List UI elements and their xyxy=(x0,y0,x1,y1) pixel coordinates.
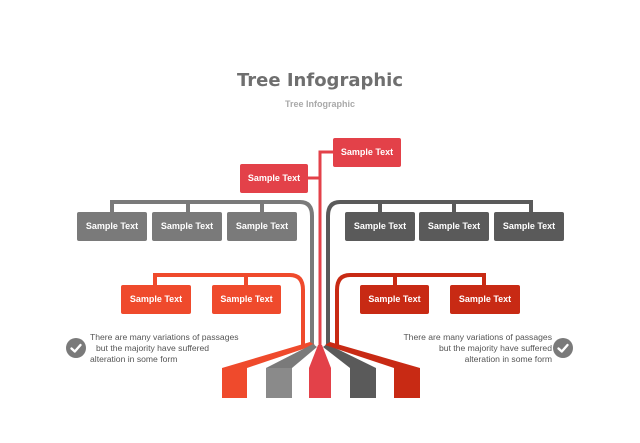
page-subtitle: Tree Infographic xyxy=(284,99,355,109)
ribbon-gray xyxy=(266,344,317,398)
top-box-left[interactable]: Sample Text xyxy=(240,164,308,193)
ribbon-orange xyxy=(222,342,315,398)
note-left-line: alteration in some form xyxy=(90,354,178,364)
page-title: Tree Infographic xyxy=(236,70,404,91)
note-right: There are many variations of passages bu… xyxy=(392,332,552,365)
note-left: There are many variations of passages bu… xyxy=(90,332,250,365)
ribbon-red xyxy=(309,345,331,398)
red-box-right-1[interactable]: Sample Text xyxy=(360,285,429,314)
note-right-line: alteration in some form xyxy=(464,354,552,364)
top-box-right[interactable]: Sample Text xyxy=(333,138,401,167)
gray-box-left-1[interactable]: Sample Text xyxy=(77,212,147,241)
check-circle-icon xyxy=(66,338,86,358)
gray-box-right-2[interactable]: Sample Text xyxy=(419,212,489,241)
note-left-line: but the majority have suffered xyxy=(96,343,210,353)
gray-box-right-1[interactable]: Sample Text xyxy=(345,212,415,241)
note-left-line: There are many variations of passages xyxy=(90,332,239,342)
gray-box-right-3[interactable]: Sample Text xyxy=(494,212,564,241)
check-circle-icon xyxy=(553,338,573,358)
note-right-line: but the majority have suffered xyxy=(438,343,552,353)
gray-box-left-3[interactable]: Sample Text xyxy=(227,212,297,241)
red-box-right-2[interactable]: Sample Text xyxy=(450,285,520,314)
note-right-line: There are many variations of passages xyxy=(403,332,552,342)
red-box-left-2[interactable]: Sample Text xyxy=(212,285,281,314)
ribbon-dark-red xyxy=(325,342,420,398)
red-box-left-1[interactable]: Sample Text xyxy=(121,285,191,314)
ribbon-dark-gray xyxy=(323,344,376,398)
gray-box-left-2[interactable]: Sample Text xyxy=(152,212,222,241)
